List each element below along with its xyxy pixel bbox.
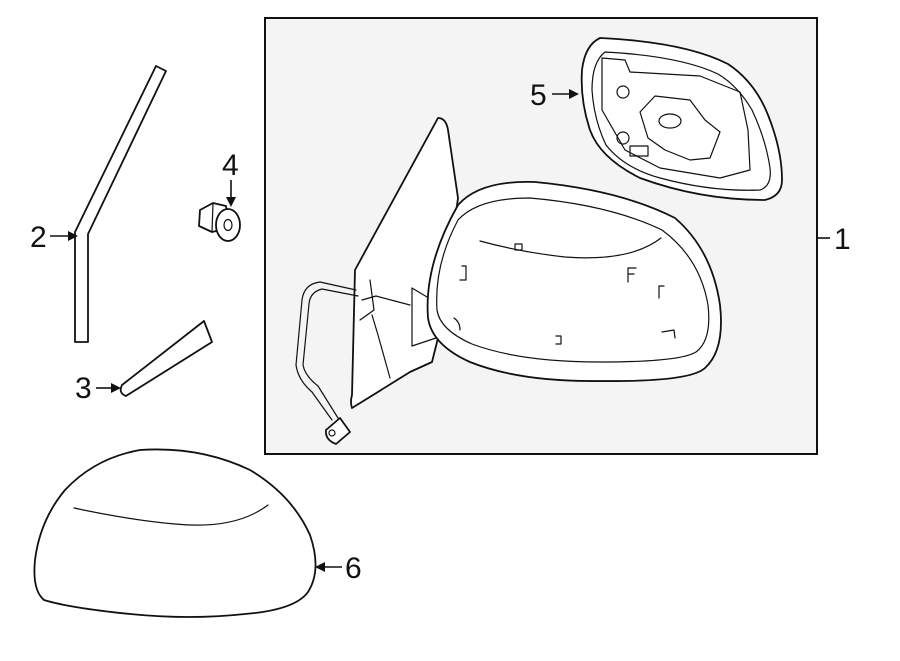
nut-part-4[interactable] (198, 202, 241, 242)
callout-1-label: 1 (834, 223, 851, 256)
mirror-glass-part-5[interactable] (580, 37, 783, 201)
callout-5[interactable]: 5 (530, 79, 579, 112)
callout-3-label: 3 (75, 372, 92, 405)
callout-6-label: 6 (345, 552, 362, 585)
callout-4-label: 4 (222, 149, 239, 182)
mirror-cover-part-6[interactable] (33, 448, 317, 618)
callout-3-arrow (111, 383, 121, 393)
callout-4-arrow (226, 197, 236, 207)
callout-6[interactable]: 6 (315, 552, 362, 585)
callout-1[interactable]: 1 (817, 223, 851, 256)
callout-5-arrow (569, 89, 579, 99)
callout-6-arrow (315, 562, 325, 572)
mirror-assembly-part-1[interactable] (295, 117, 722, 445)
callout-2-label: 2 (30, 221, 47, 254)
callout-5-label: 5 (530, 79, 547, 112)
callout-3[interactable]: 3 (75, 372, 121, 405)
callout-4[interactable]: 4 (222, 149, 239, 207)
callout-2-arrow (68, 231, 78, 241)
callout-2[interactable]: 2 (30, 221, 78, 254)
seal-part-3[interactable] (119, 320, 213, 397)
molding-strip-part-2[interactable] (74, 65, 167, 343)
